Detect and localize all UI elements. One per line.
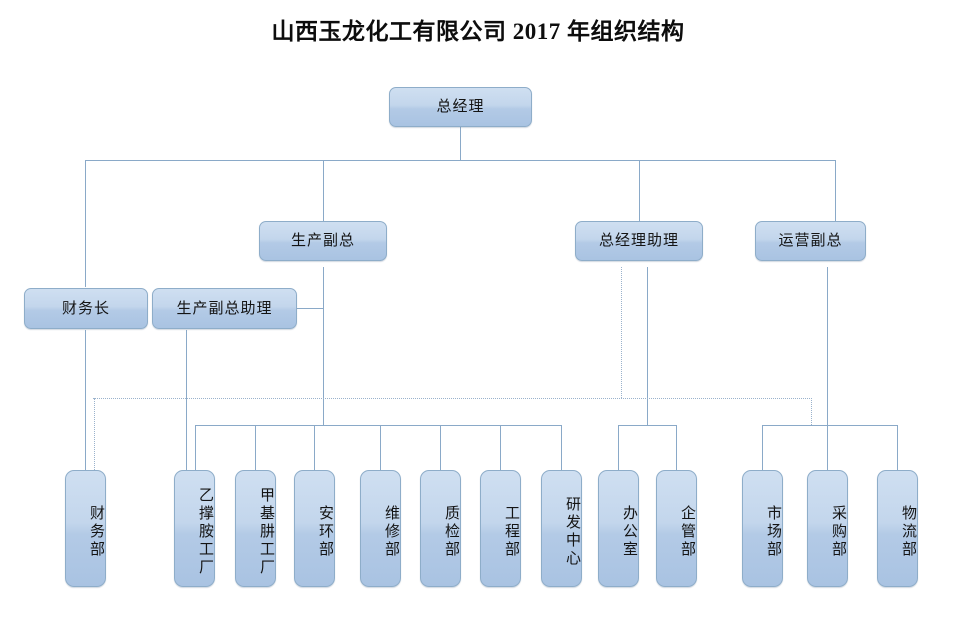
connector-production-vp-stem xyxy=(323,267,324,425)
connector-prod-drop-1 xyxy=(195,425,196,470)
node-production-vp-assistant[interactable]: 生产副总助理 xyxy=(152,288,297,329)
connector-gm-assistant-bus xyxy=(618,425,676,426)
dotted-connector-to-operations xyxy=(811,398,812,425)
connector-prod-drop-6 xyxy=(500,425,501,470)
node-methylhydrazine-plant[interactable]: 甲基肼工厂 xyxy=(235,470,276,587)
dotted-connector-gm-assistant-stem xyxy=(621,267,622,398)
node-logistics-dept[interactable]: 物流部 xyxy=(877,470,918,587)
connector-operations-bus xyxy=(762,425,897,426)
node-finance-dept[interactable]: 财务部 xyxy=(65,470,106,587)
connector-to-gm-assistant xyxy=(639,160,640,221)
connector-prod-drop-2 xyxy=(255,425,256,470)
connector-ops-drop-2 xyxy=(827,425,828,470)
connector-tier2-bus xyxy=(85,160,835,161)
connector-ops-drop-3 xyxy=(897,425,898,470)
node-cfo[interactable]: 财务长 xyxy=(24,288,148,329)
node-engineering-dept[interactable]: 工程部 xyxy=(480,470,521,587)
node-ethyleneamine-plant[interactable]: 乙撑胺工厂 xyxy=(174,470,215,587)
node-operations-vp[interactable]: 运营副总 xyxy=(755,221,866,261)
node-rd-center[interactable]: 研发中心 xyxy=(541,470,582,587)
connector-operations-vp-stem xyxy=(827,267,828,425)
connector-assistant-to-plant xyxy=(186,330,187,470)
node-purchasing-dept[interactable]: 采购部 xyxy=(807,470,848,587)
connector-to-operations-vp xyxy=(835,160,836,221)
connector-production-vp-assistant-link xyxy=(296,308,324,309)
connector-prod-drop-7 xyxy=(561,425,562,470)
dotted-connector-to-finance xyxy=(94,398,95,470)
page-title: 山西玉龙化工有限公司 2017 年组织结构 xyxy=(271,19,685,44)
connector-prod-drop-5 xyxy=(440,425,441,470)
connector-gma-drop-1 xyxy=(618,425,619,470)
connector-gm-assistant-stem xyxy=(647,267,648,425)
node-maintenance-dept[interactable]: 维修部 xyxy=(360,470,401,587)
connector-production-bus xyxy=(195,425,561,426)
node-gm-assistant[interactable]: 总经理助理 xyxy=(575,221,703,261)
node-quality-dept[interactable]: 质检部 xyxy=(420,470,461,587)
connector-prod-drop-4 xyxy=(380,425,381,470)
connector-gm-stem xyxy=(460,126,461,160)
connector-to-cfo xyxy=(85,160,86,287)
connector-cfo-to-finance xyxy=(85,330,86,470)
connector-prod-drop-3 xyxy=(314,425,315,470)
connector-to-production-vp xyxy=(323,160,324,221)
node-office-dept[interactable]: 办公室 xyxy=(598,470,639,587)
connector-ops-drop-1 xyxy=(762,425,763,470)
node-production-vp[interactable]: 生产副总 xyxy=(259,221,387,261)
dotted-connector-bus xyxy=(93,398,812,399)
node-safety-env-dept[interactable]: 安环部 xyxy=(294,470,335,587)
node-general-manager[interactable]: 总经理 xyxy=(389,87,532,127)
connector-gma-drop-2 xyxy=(676,425,677,470)
node-marketing-dept[interactable]: 市场部 xyxy=(742,470,783,587)
node-enterprise-mgmt-dept[interactable]: 企管部 xyxy=(656,470,697,587)
